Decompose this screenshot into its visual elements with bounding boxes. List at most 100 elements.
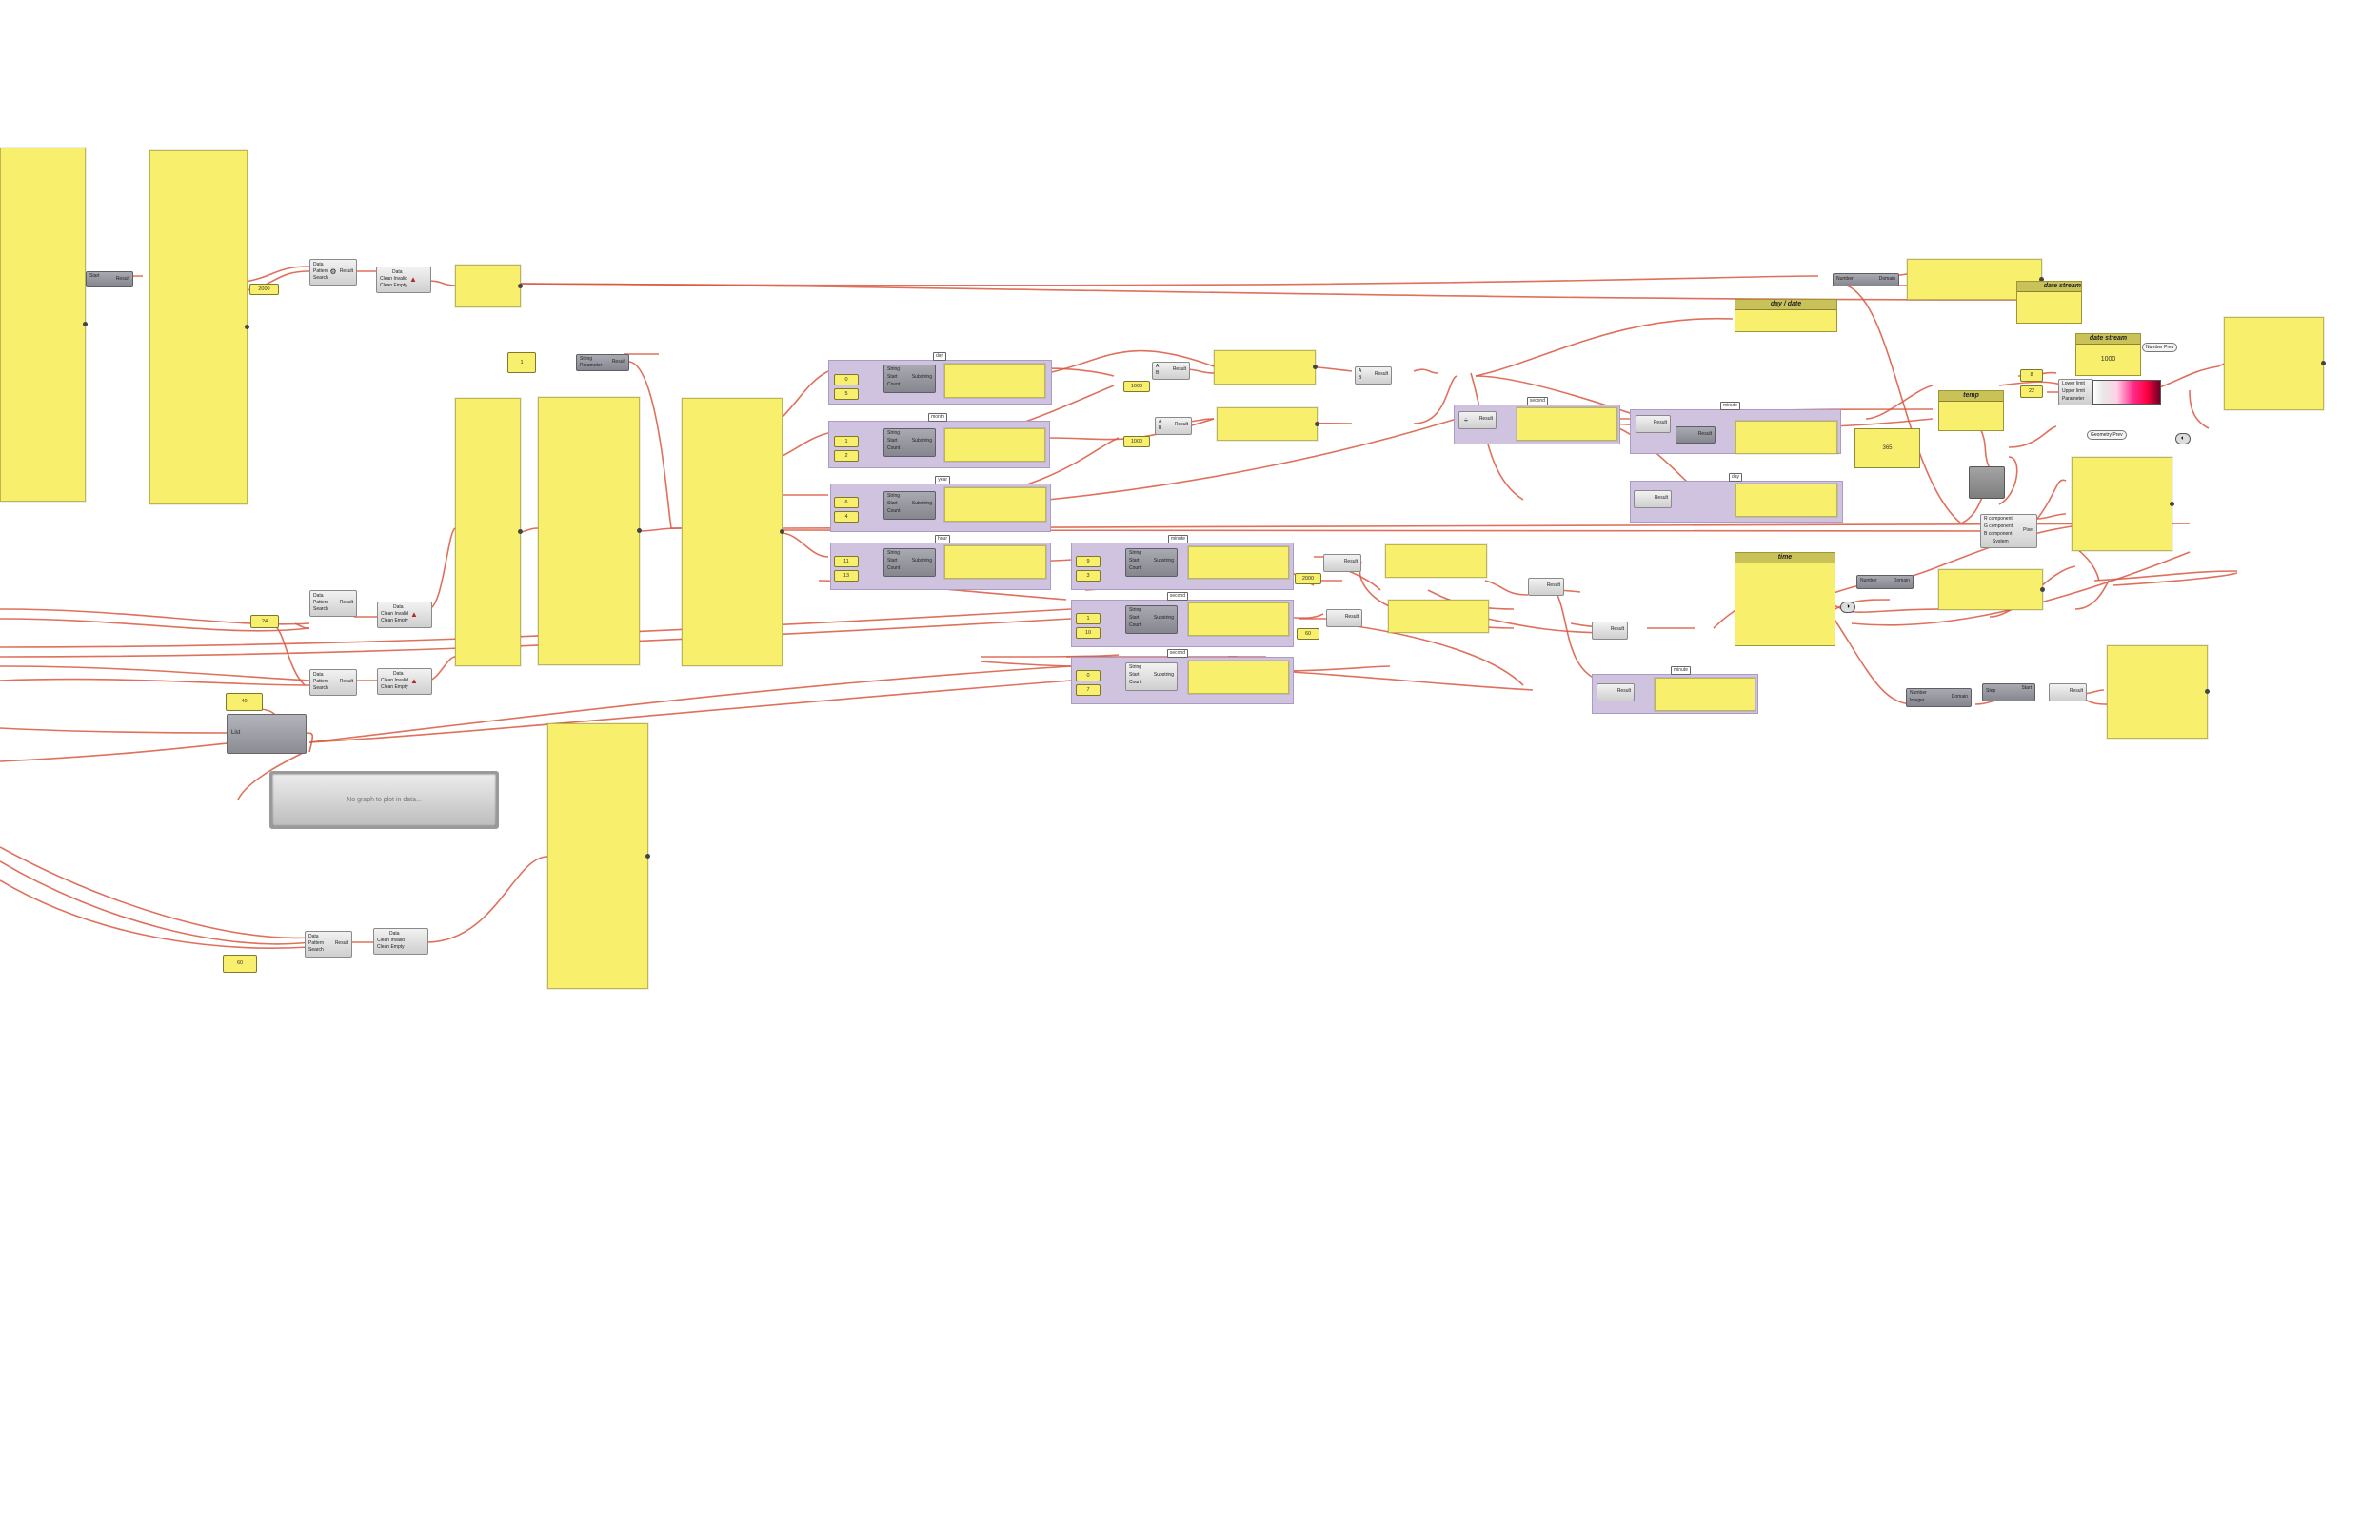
toggle-icon[interactable]: ◐ <box>2175 433 2191 444</box>
titled-temp[interactable]: temp <box>1938 390 2004 431</box>
comp-substring-year[interactable]: String Start Count Substring <box>883 491 936 520</box>
panel-mult-a[interactable] <box>1214 350 1318 385</box>
panel-date-a[interactable] <box>1517 407 1617 441</box>
number-11[interactable]: 11 <box>834 556 859 567</box>
panel-mult-c[interactable] <box>1385 544 1487 578</box>
number-6[interactable]: 6 <box>834 497 859 508</box>
number-3600[interactable]: 2000 <box>1295 573 1321 584</box>
panel-date-b[interactable] <box>1735 421 1837 454</box>
comp-substring-month[interactable]: String Start Count Substring <box>883 428 936 457</box>
comp-add-b[interactable]: Result <box>1528 578 1564 596</box>
panel-c-out[interactable] <box>1188 661 1289 694</box>
comp-multiply-b[interactable]: A B Result <box>1155 417 1192 435</box>
panel-mult-b[interactable] <box>1217 407 1319 441</box>
panel-bottom-tall[interactable] <box>547 723 650 989</box>
number-1b[interactable]: 1 <box>1076 613 1101 624</box>
number-2[interactable]: 2 <box>834 450 859 462</box>
comp-clean-b[interactable]: Data Clean Invalid Clean Empty ▲ <box>377 602 432 628</box>
panel-minute-out[interactable] <box>1188 546 1289 579</box>
comp-substring-c[interactable]: String Start Count Substring <box>1125 662 1178 691</box>
number-24[interactable]: 24 <box>250 615 279 628</box>
number-8[interactable]: 8 <box>2020 369 2043 382</box>
titled-date-stream[interactable]: date stream 1000 <box>2075 333 2141 376</box>
number-0b[interactable]: 0 <box>1076 670 1101 681</box>
panel-clean-output[interactable] <box>455 265 523 307</box>
number-10[interactable]: 10 <box>1076 627 1101 639</box>
comp-replace-d[interactable]: Data Pattern Search Result <box>305 931 352 958</box>
comp-wrap[interactable]: List <box>227 714 307 754</box>
comp-replace-a[interactable]: Data Pattern Search ⚙ Result <box>309 259 357 286</box>
gradient-bar[interactable] <box>2092 380 2161 405</box>
comp-number-param[interactable]: Number Domain <box>1833 273 1899 286</box>
comp-step[interactable]: Step Start <box>1982 683 2035 701</box>
comp-add-c[interactable]: Result <box>1592 622 1628 640</box>
panel-hour-out[interactable] <box>944 545 1046 579</box>
comp-clean-c[interactable]: Data Clean Invalid Clean Empty ▲ <box>377 668 432 695</box>
toggle-icon-b[interactable]: ◑ <box>1840 602 1855 613</box>
comp-sub-b2[interactable]: Result <box>1676 426 1716 444</box>
comp-substring-hour[interactable]: String Start Count Substring <box>883 548 936 577</box>
pill-geometry-prev[interactable]: Geometry Prev <box>2087 430 2127 440</box>
panel-second-out[interactable] <box>1188 602 1289 636</box>
comp-multiply-d[interactable]: Result <box>1326 609 1362 627</box>
panel-col-c[interactable] <box>682 398 784 666</box>
comp-index-a[interactable]: Start Result <box>86 271 133 287</box>
comp-clean-a[interactable]: Data Clean Invalid Clean Empty ▲ <box>376 267 431 293</box>
pill-number-prev[interactable]: Number Prev <box>2142 343 2178 352</box>
panel-mult-d[interactable] <box>1388 600 1489 633</box>
number-60[interactable]: 60 <box>1297 628 1319 640</box>
number-1a[interactable]: 1 <box>834 436 859 447</box>
comp-substring-second[interactable]: String Start Count Substring <box>1125 605 1178 634</box>
number-1000-b[interactable]: 1000 <box>1123 436 1150 447</box>
number-0[interactable]: 0 <box>834 374 859 385</box>
number-9[interactable]: 9 <box>1076 556 1101 567</box>
comp-add-d[interactable]: Result <box>2049 683 2087 701</box>
number-7[interactable]: 7 <box>1076 684 1101 696</box>
number-3[interactable]: 3 <box>1076 570 1101 582</box>
panel-left-b[interactable] <box>149 150 249 504</box>
panel-date-c[interactable] <box>1735 484 1837 517</box>
comp-gradient[interactable]: Lower limit Upper limit Parameter <box>2058 379 2093 405</box>
panel-month-out[interactable] <box>944 428 1045 462</box>
panel-col-b[interactable] <box>538 397 642 665</box>
titled-time[interactable]: time <box>1735 552 1835 646</box>
comp-integer[interactable]: Number Integer Domain <box>1906 688 1972 707</box>
comp-replace-b[interactable]: Data Pattern Search Result <box>309 590 357 617</box>
panel-time-final[interactable] <box>1655 678 1755 711</box>
panel-day-out[interactable] <box>944 364 1045 398</box>
comp-replace-c[interactable]: Data Pattern Search Result <box>309 669 357 696</box>
comp-random[interactable]: String Parameter Result <box>576 354 629 371</box>
panel-far-right-b[interactable] <box>2072 457 2174 551</box>
panel-year-out[interactable] <box>944 487 1046 522</box>
number-2000[interactable]: 2000 <box>249 284 279 295</box>
comp-multiply-a[interactable]: A B Result <box>1152 362 1190 380</box>
panel-left-a[interactable] <box>0 148 88 502</box>
comp-clean-d[interactable]: Data Clean Invalid Clean Empty <box>373 928 428 955</box>
number-4[interactable]: 4 <box>834 511 859 523</box>
number-5[interactable]: 5 <box>834 388 859 400</box>
panel-col-a[interactable] <box>455 398 523 666</box>
panel-right-c[interactable] <box>1938 569 2045 610</box>
number-60b[interactable]: 60 <box>223 955 257 973</box>
number-13[interactable]: 13 <box>834 570 859 582</box>
comp-multiply-c[interactable]: Result <box>1323 554 1361 572</box>
comp-sub-c[interactable]: Result <box>1634 490 1672 508</box>
comp-divide-b[interactable]: Result <box>1597 683 1635 701</box>
panel-value-365[interactable]: 365 <box>1854 428 1920 468</box>
comp-number-b[interactable]: Number Domain <box>1856 575 1914 589</box>
panel-far-right-a[interactable] <box>2224 317 2326 410</box>
number-1000-a[interactable]: 1000 <box>1123 381 1150 392</box>
comp-pixel[interactable]: R component G component B component Syst… <box>1980 514 2037 548</box>
titled-day-date[interactable]: day / date <box>1735 299 1837 332</box>
number-40[interactable]: 40 <box>226 693 263 711</box>
comp-sub-b1[interactable]: Result <box>1636 415 1671 433</box>
number-22[interactable]: 22 <box>2020 385 2043 398</box>
comp-add-a[interactable]: A B Result <box>1355 366 1392 385</box>
panel-far-right-c[interactable] <box>2107 645 2210 739</box>
graph-display[interactable]: No graph to plot in data... <box>269 771 499 829</box>
comp-divide-a[interactable]: ÷ Result <box>1458 411 1497 429</box>
number-1-top[interactable]: 1 <box>507 352 536 373</box>
comp-substring-minute[interactable]: String Start Count Substring <box>1125 548 1178 577</box>
comp-substring-day[interactable]: String Start Count Substring <box>883 365 936 393</box>
